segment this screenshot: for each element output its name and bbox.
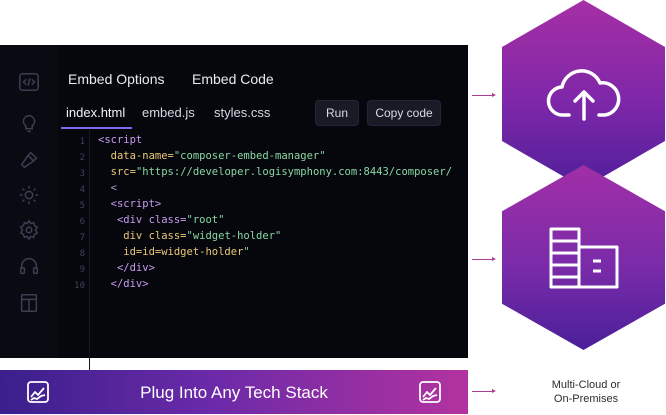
cloud-upload-icon (546, 69, 620, 121)
tab-embed-code[interactable]: Embed Code (192, 71, 274, 87)
code-token: "root" (186, 214, 225, 226)
code-token: " (243, 246, 250, 258)
line-number: 2 (79, 153, 85, 163)
code-line: <script> (98, 198, 162, 210)
code-token: </div> (98, 262, 155, 274)
gear-icon[interactable] (16, 217, 42, 243)
code-line: id=id=widget-holder" (98, 246, 250, 258)
editor-side-rail (0, 45, 58, 358)
line-number: 8 (79, 249, 85, 259)
code-token: src= (98, 166, 136, 178)
code-token: data-name= (98, 150, 174, 162)
server-rack-icon (549, 227, 618, 288)
deployment-label-line2: On-Premises (553, 393, 619, 405)
line-number: 10 (74, 281, 85, 291)
banner-title: Plug Into Any Tech Stack (140, 383, 328, 402)
code-area[interactable]: 1 2 3 4 5 6 7 8 9 10 <script data-name="… (59, 130, 469, 370)
line-number: 9 (79, 265, 85, 275)
code-token: <script> (98, 198, 162, 210)
file-tab-index-html[interactable]: index.html (66, 105, 126, 120)
line-number: 7 (79, 233, 85, 243)
hammer-icon[interactable] (16, 147, 42, 173)
deployment-label: Multi-Cloud or On-Premises (526, 378, 646, 406)
headset-icon[interactable] (16, 253, 42, 279)
code-token: </div> (98, 278, 149, 290)
idea-icon[interactable] (16, 182, 42, 208)
code-line: </div> (98, 278, 149, 290)
line-number: 1 (79, 137, 85, 147)
code-editor-panel: Embed Options Embed Code index.html embe… (0, 45, 468, 370)
line-chart-icon (418, 380, 442, 404)
code-token: "composer-embed-manager" (173, 150, 326, 162)
code-token: div class= (98, 230, 187, 242)
line-number-gutter: 1 2 3 4 5 6 7 8 9 10 (59, 130, 90, 370)
line-number: 5 (79, 201, 85, 211)
deployment-label-line1: Multi-Cloud or (551, 379, 621, 391)
line-number: 4 (79, 185, 85, 195)
code-line: <div class="root" (98, 214, 225, 226)
connector-arrow (472, 389, 496, 393)
lightbulb-icon[interactable] (16, 111, 42, 137)
run-button[interactable]: Run (315, 100, 359, 126)
line-chart-icon (26, 380, 50, 404)
line-number: 6 (79, 217, 85, 227)
layout-icon[interactable] (16, 290, 42, 316)
code-line: div class="widget-holder" (98, 230, 281, 242)
file-tab-embed-js[interactable]: embed.js (142, 105, 195, 120)
code-token: id=id=widget-holder (98, 246, 244, 258)
code-icon[interactable] (16, 69, 42, 95)
code-line: data-name="composer-embed-manager" (98, 150, 326, 162)
code-line: src="https://developer.logisymphony.com:… (98, 166, 452, 178)
code-line: < (98, 182, 117, 194)
line-number: 3 (79, 169, 85, 179)
code-token: < (98, 182, 117, 194)
file-tab-styles-css[interactable]: styles.css (214, 105, 271, 120)
cloud-hexagon (502, 0, 665, 188)
code-token: "https://developer.logisymphony.com:8443… (135, 166, 453, 178)
code-token: "widget-holder" (186, 230, 282, 242)
code-line: </div> (98, 262, 155, 274)
connector-arrow (472, 93, 496, 97)
tab-embed-options[interactable]: Embed Options (68, 71, 165, 87)
active-file-indicator (61, 127, 132, 129)
copy-code-button[interactable]: Copy code (367, 100, 441, 126)
code-token: <div class= (98, 214, 187, 226)
connector-arrow (472, 257, 496, 261)
server-hexagon (502, 165, 665, 350)
code-token: <script (98, 134, 143, 146)
tech-stack-banner: Plug Into Any Tech Stack (0, 370, 468, 414)
code-line: <script (98, 134, 142, 146)
